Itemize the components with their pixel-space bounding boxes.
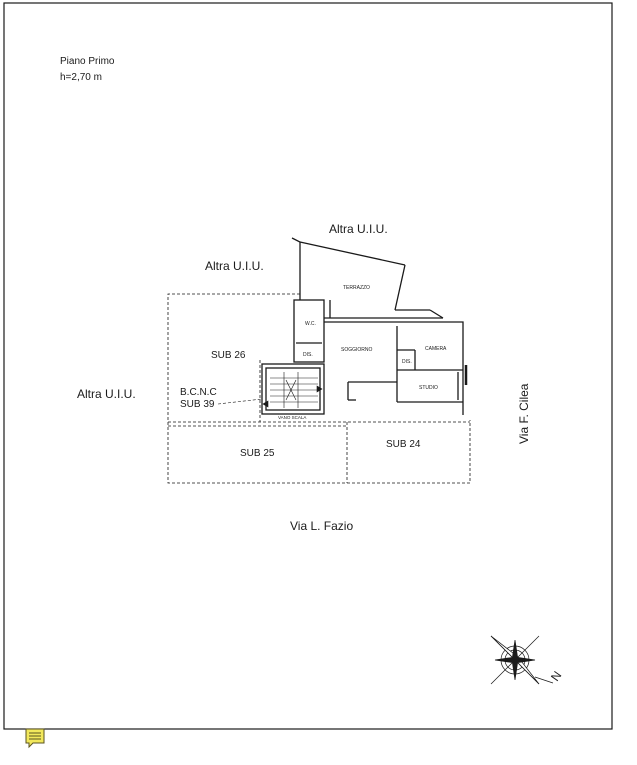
- sub-39-label: SUB 39: [180, 399, 215, 410]
- street-label-right: Via F. Cilea: [517, 383, 531, 444]
- sheet-border: [3, 2, 613, 730]
- floor-label: Piano Primo: [60, 56, 115, 67]
- compass-rose-icon: [490, 635, 554, 685]
- altra-uiu-top-label: Altra U.I.U.: [329, 222, 388, 236]
- room-label-soggiorno: SOGGIORNO: [341, 347, 373, 353]
- room-label-vano-scala: VANO SCALA: [278, 415, 306, 420]
- height-label: h=2,70 m: [60, 72, 102, 83]
- altra-uiu-mid-label: Altra U.I.U.: [205, 259, 264, 273]
- room-label-dis-2: DIS.: [402, 359, 412, 365]
- sub-24-label: SUB 24: [386, 439, 421, 450]
- neighbour-units: [167, 293, 471, 484]
- sub-26-label: SUB 26: [211, 350, 246, 361]
- room-label-camera: CAMERA: [425, 346, 447, 352]
- stair-treads: [262, 372, 323, 408]
- bcnc-label: B.C.N.C: [180, 387, 217, 398]
- street-label-bottom: Via L. Fazio: [290, 519, 353, 533]
- room-label-wc: W.C.: [305, 321, 316, 327]
- north-label: N: [548, 669, 564, 684]
- main-unit-walls: [261, 237, 468, 415]
- room-label-dis-1: DIS.: [303, 352, 313, 358]
- room-label-terrazzo: TERRAZZO: [343, 285, 370, 291]
- sticky-note-icon[interactable]: [24, 727, 46, 749]
- sub-25-label: SUB 25: [240, 448, 275, 459]
- sub-39-leader-line: [217, 398, 263, 405]
- altra-uiu-left-label: Altra U.I.U.: [77, 387, 136, 401]
- room-label-studio: STUDIO: [419, 385, 438, 391]
